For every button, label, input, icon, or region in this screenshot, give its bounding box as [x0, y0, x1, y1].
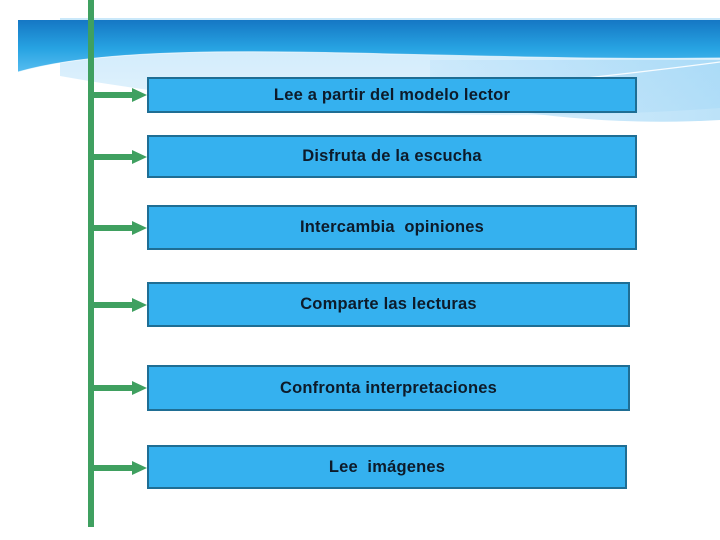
process-box-4[interactable]: Comparte las lecturas	[147, 282, 630, 327]
arrow-shaft	[88, 92, 133, 98]
arrow-to-box-3	[88, 221, 147, 235]
process-box-1-label: Lee a partir del modelo lector	[273, 85, 511, 104]
process-box-3[interactable]: Intercambia opiniones	[147, 205, 637, 250]
banner-wave-main	[18, 20, 720, 72]
arrow-to-box-2	[88, 150, 147, 164]
arrow-shaft	[88, 302, 133, 308]
arrow-head-icon	[132, 298, 147, 312]
process-box-5[interactable]: Confronta interpretaciones	[147, 365, 630, 411]
arrow-head-icon	[132, 221, 147, 235]
arrow-to-box-1	[88, 88, 147, 102]
arrow-to-box-5	[88, 381, 147, 395]
arrow-shaft	[88, 385, 133, 391]
process-box-2-label: Disfruta de la escucha	[302, 147, 482, 165]
process-box-1[interactable]: Lee a partir del modelo lector	[147, 77, 637, 113]
process-box-2[interactable]: Disfruta de la escucha	[147, 135, 637, 178]
arrow-head-icon	[132, 150, 147, 164]
arrow-shaft	[88, 154, 133, 160]
arrow-head-icon	[132, 88, 147, 102]
arrow-head-icon	[132, 381, 147, 395]
process-box-5-label: Confronta interpretaciones	[280, 378, 497, 397]
process-box-3-label: Intercambia opiniones	[299, 218, 485, 236]
arrow-to-box-4	[88, 298, 147, 312]
arrow-head-icon	[132, 461, 147, 475]
arrow-shaft	[88, 225, 133, 231]
process-box-6[interactable]: Lee imágenes	[147, 445, 627, 489]
process-box-4-label: Comparte las lecturas	[300, 295, 477, 313]
arrow-shaft	[88, 465, 133, 471]
banner-edge-stroke	[17, 51, 720, 73]
connector-vertical-line	[88, 0, 94, 527]
arrow-to-box-6	[88, 461, 147, 475]
process-box-6-label: Lee imágenes	[328, 457, 446, 476]
